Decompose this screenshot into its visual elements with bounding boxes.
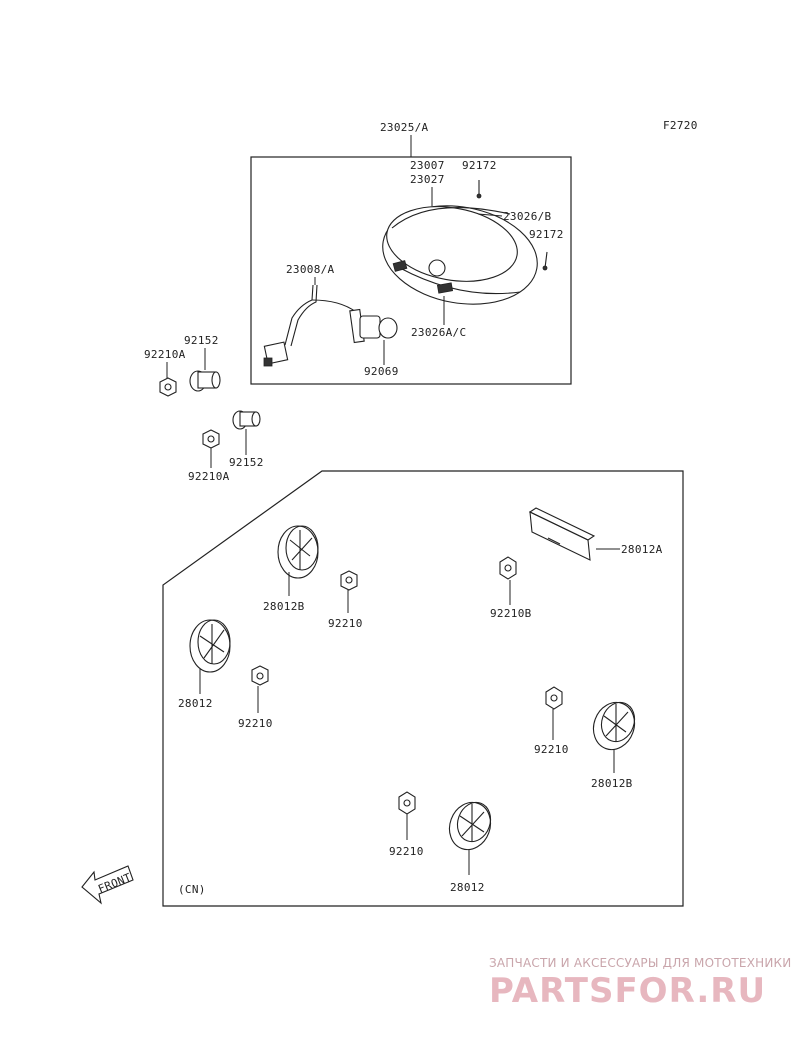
collar-upper[interactable] [189,370,221,392]
label-collar-upper[interactable]: 92152 [184,334,219,347]
label-nut-lower[interactable]: 92210A [188,470,230,483]
nut-upper[interactable] [159,377,177,397]
label-nut-1[interactable]: 92210 [328,617,363,630]
front-arrow-icon: FRONT [81,865,134,905]
label-housing-b[interactable]: 23026/B [503,210,552,223]
label-reflector-a[interactable]: 28012A [621,543,663,556]
cn-reflector-frame [162,470,684,907]
nut-3[interactable] [545,686,563,710]
label-nut-2[interactable]: 92210 [238,717,273,730]
label-bracket[interactable]: 23026A/C [411,326,466,339]
label-nut-4[interactable]: 92210 [389,845,424,858]
label-housing-assy[interactable]: 23025/A [380,121,429,134]
watermark-tagline: ЗАПЧАСТИ И АКСЕССУАРЫ ДЛЯ МОТОТЕХНИКИ [489,956,791,970]
label-nut-3[interactable]: 92210 [534,743,569,756]
watermark-brand: PARTSFOR.RU [489,971,766,1011]
headlight-socket-wire[interactable] [263,284,365,367]
cn-note: (CN) [178,883,206,896]
screw-top[interactable] [476,180,482,199]
label-reflector-1[interactable]: 28012 [178,697,213,710]
reflector-1[interactable] [189,619,231,673]
reflector-a[interactable] [528,507,596,561]
reflector-b1[interactable] [277,525,319,579]
label-rim-2[interactable]: 23027 [410,173,445,186]
label-socket[interactable]: 23008/A [286,263,335,276]
label-nut-upper[interactable]: 92210A [144,348,186,361]
label-reflector-2[interactable]: 28012 [450,881,485,894]
label-screw-right[interactable]: 92172 [529,228,564,241]
nut-lower[interactable] [202,429,220,449]
leader-housing-b [477,213,503,217]
label-reflector-b1[interactable]: 28012B [263,600,305,613]
reflector-b2[interactable] [587,697,641,756]
nut-2[interactable] [251,665,269,686]
diagram-code: F2720 [663,119,698,132]
label-nut-b[interactable]: 92210B [490,607,532,620]
headlight-housing[interactable] [375,194,545,316]
collar-lower[interactable] [232,410,261,430]
reflector-2[interactable] [443,797,497,856]
headlight-bulb[interactable] [359,315,398,339]
housing-assembly-frame [250,156,572,385]
label-screw-top[interactable]: 92172 [462,159,497,172]
label-rim-1[interactable]: 23007 [410,159,445,172]
label-collar-lower[interactable]: 92152 [229,456,264,469]
label-reflector-b2[interactable]: 28012B [591,777,633,790]
label-bulb[interactable]: 92069 [364,365,399,378]
screw-right[interactable] [542,251,548,271]
nut-b[interactable] [499,556,517,580]
nut-1[interactable] [340,570,358,591]
nut-4[interactable] [398,791,416,815]
